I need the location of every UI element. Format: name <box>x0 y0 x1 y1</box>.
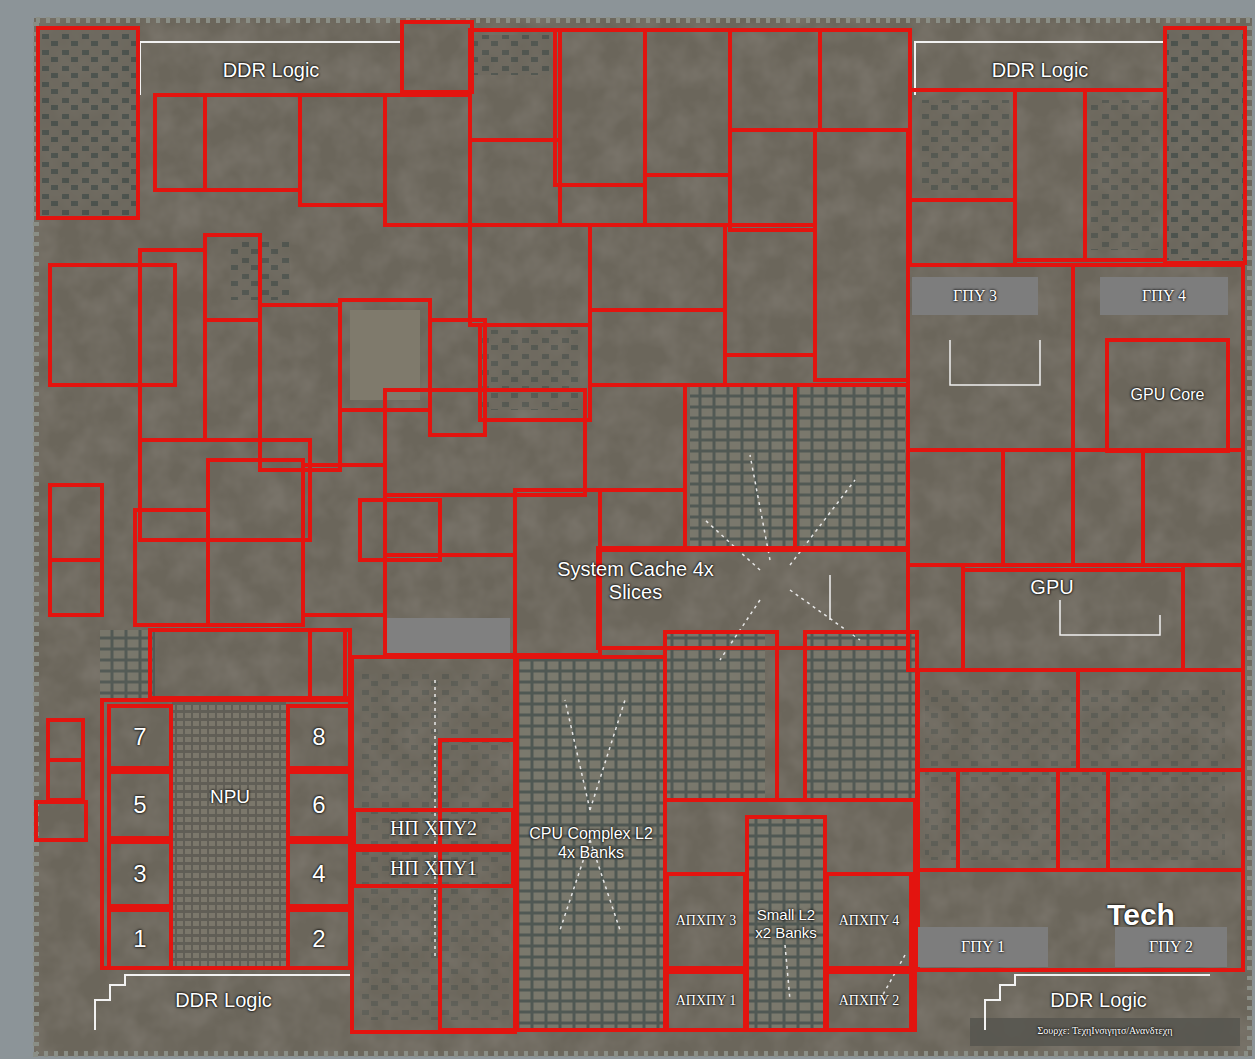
block-label: ΑΠΧΠΥ 4 <box>838 913 900 929</box>
block-label: 5 <box>133 791 146 819</box>
block-label: GPU Core <box>1131 386 1205 404</box>
core-tag: ΓΠΥ 4 <box>1100 277 1228 315</box>
block-label: CPU Complex L2 4x Banks <box>527 825 655 862</box>
block-region: Small L2 x2 Banks <box>745 815 827 1032</box>
region-label: System Cache 4x Slices <box>548 558 723 604</box>
block-label: ΓΠΥ 1 <box>961 938 1005 956</box>
block-label: 3 <box>133 860 146 888</box>
block-label: 2 <box>312 925 325 953</box>
block-label: DDR Logic <box>992 59 1089 82</box>
block-region: 1 <box>107 908 173 970</box>
block-region: 4 <box>286 840 352 908</box>
block-region: 2 <box>286 908 352 970</box>
block-region: ΑΠΧΠΥ 3 <box>665 872 747 970</box>
block-label: ΓΠΥ 2 <box>1149 938 1193 956</box>
block-label: ΗΠ ΧΠΥ2 <box>390 817 477 840</box>
block-label: 6 <box>312 791 325 819</box>
source-note: Σουρχε: ΤεχηΙνσιγητσ/Ανανδτεχη <box>975 1025 1235 1037</box>
block-region: NPU 7 8 5 6 3 4 1 2 <box>100 698 352 970</box>
ddr-region: DDR Logic <box>97 980 350 1020</box>
block-label: ΗΠ ΧΠΥ1 <box>390 857 477 880</box>
ddr-region: DDR Logic <box>142 48 400 92</box>
ddr-region: DDR Logic <box>917 48 1163 92</box>
core-tag: ΓΠΥ 1 <box>918 927 1048 967</box>
block-region: 5 <box>107 770 173 840</box>
block-region: 6 <box>286 770 352 840</box>
block-label: DDR Logic <box>1050 989 1147 1012</box>
block-label: ΓΠΥ 4 <box>1142 287 1186 305</box>
block-region: 8 <box>286 704 352 770</box>
ddr-region: DDR Logic <box>987 980 1210 1020</box>
block-region: 3 <box>107 840 173 908</box>
block-label: 8 <box>312 723 325 751</box>
region-label: GPU <box>1012 576 1092 599</box>
block-region: CPU Complex L2 4x Banks <box>515 655 667 1032</box>
block-region: ΗΠ ΧΠΥ1 <box>352 848 515 888</box>
block-region: ΑΠΧΠΥ 4 <box>825 872 913 970</box>
block-label: 4 <box>312 860 325 888</box>
block-region: ΑΠΧΠΥ 2 <box>825 970 913 1032</box>
block-label: Small L2 x2 Banks <box>750 906 822 941</box>
block-region: GPU Core <box>1105 338 1230 453</box>
block-label: ΑΠΧΠΥ 2 <box>838 993 900 1009</box>
core-tag: ΓΠΥ 2 <box>1115 927 1227 967</box>
block-label: ΑΠΧΠΥ 1 <box>675 993 737 1009</box>
block-region: ΑΠΧΠΥ 1 <box>665 970 747 1032</box>
block-region: ΗΠ ΧΠΥ2 <box>352 808 515 848</box>
block-label: 1 <box>133 925 146 953</box>
block-label: DDR Logic <box>175 989 272 1012</box>
block-label: ΓΠΥ 3 <box>953 287 997 305</box>
core-tag: ΓΠΥ 3 <box>912 277 1038 315</box>
block-label: ΑΠΧΠΥ 3 <box>675 913 737 929</box>
block-region: 7 <box>107 704 173 770</box>
block-label: 7 <box>133 723 146 751</box>
block-label: DDR Logic <box>223 59 320 82</box>
block-label: NPU <box>174 786 286 808</box>
watermark: Tech <box>1096 898 1186 933</box>
